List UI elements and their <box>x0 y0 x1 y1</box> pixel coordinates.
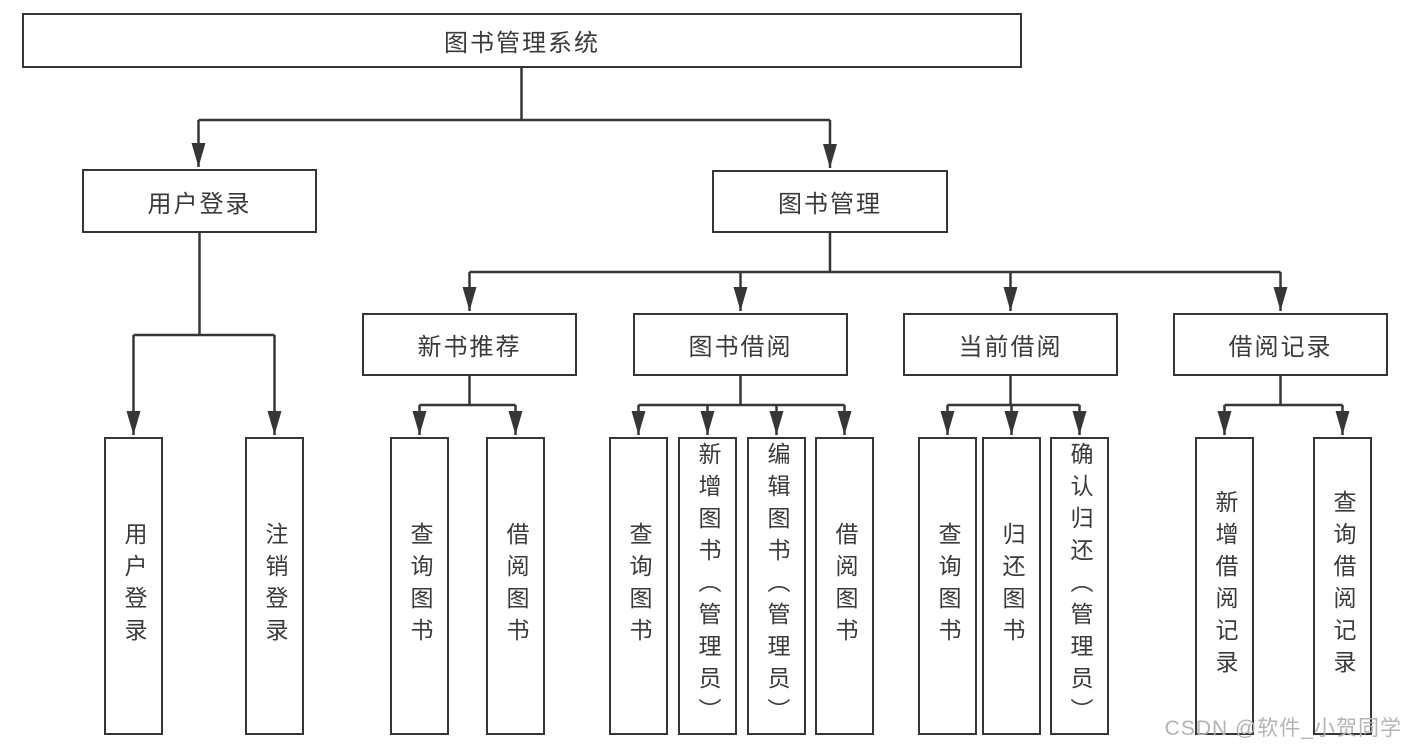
leaf-user-login: 用户登录 <box>104 437 163 735</box>
node-book-borrowing: 图书借阅 <box>633 313 848 376</box>
connector-recommendation-branch <box>412 376 523 435</box>
leaf-records-query-record: 查询借阅记录 <box>1313 437 1372 735</box>
connector-root-to-level2 <box>191 68 837 168</box>
node-current-borrowing: 当前借阅 <box>903 313 1118 376</box>
node-user-login: 用户登录 <box>82 169 317 233</box>
leaf-borrowing-borrow-books: 借阅图书 <box>815 437 874 735</box>
leaf-recommend-borrow-books: 借阅图书 <box>486 437 545 735</box>
csdn-watermark: CSDN @软件_小贺同学 <box>1164 717 1402 740</box>
connector-records-branch <box>1217 376 1350 435</box>
node-new-book-recommendation: 新书推荐 <box>362 313 577 376</box>
connector-book-management-branch <box>462 233 1288 311</box>
node-library-management-system: 图书管理系统 <box>22 13 1022 68</box>
leaf-borrowing-add-books-admin: 新增图书（管理员） <box>678 437 737 735</box>
leaf-current-confirm-return-admin: 确认归还（管理员） <box>1050 437 1109 735</box>
leaf-logout: 注销登录 <box>245 437 304 735</box>
leaf-current-return-books: 归还图书 <box>982 437 1041 735</box>
leaf-records-add-record: 新增借阅记录 <box>1195 437 1254 735</box>
connector-borrowing-branch <box>631 376 852 435</box>
node-book-management: 图书管理 <box>712 170 948 233</box>
leaf-borrowing-query-books: 查询图书 <box>609 437 668 735</box>
connector-user-login-branch <box>126 233 282 435</box>
leaf-current-query-books: 查询图书 <box>918 437 977 735</box>
leaf-recommend-query-books: 查询图书 <box>390 437 449 735</box>
leaf-borrowing-edit-books-admin: 编辑图书（管理员） <box>747 437 806 735</box>
connector-current-borrowing-branch <box>940 376 1087 435</box>
node-borrowing-records: 借阅记录 <box>1173 313 1388 376</box>
